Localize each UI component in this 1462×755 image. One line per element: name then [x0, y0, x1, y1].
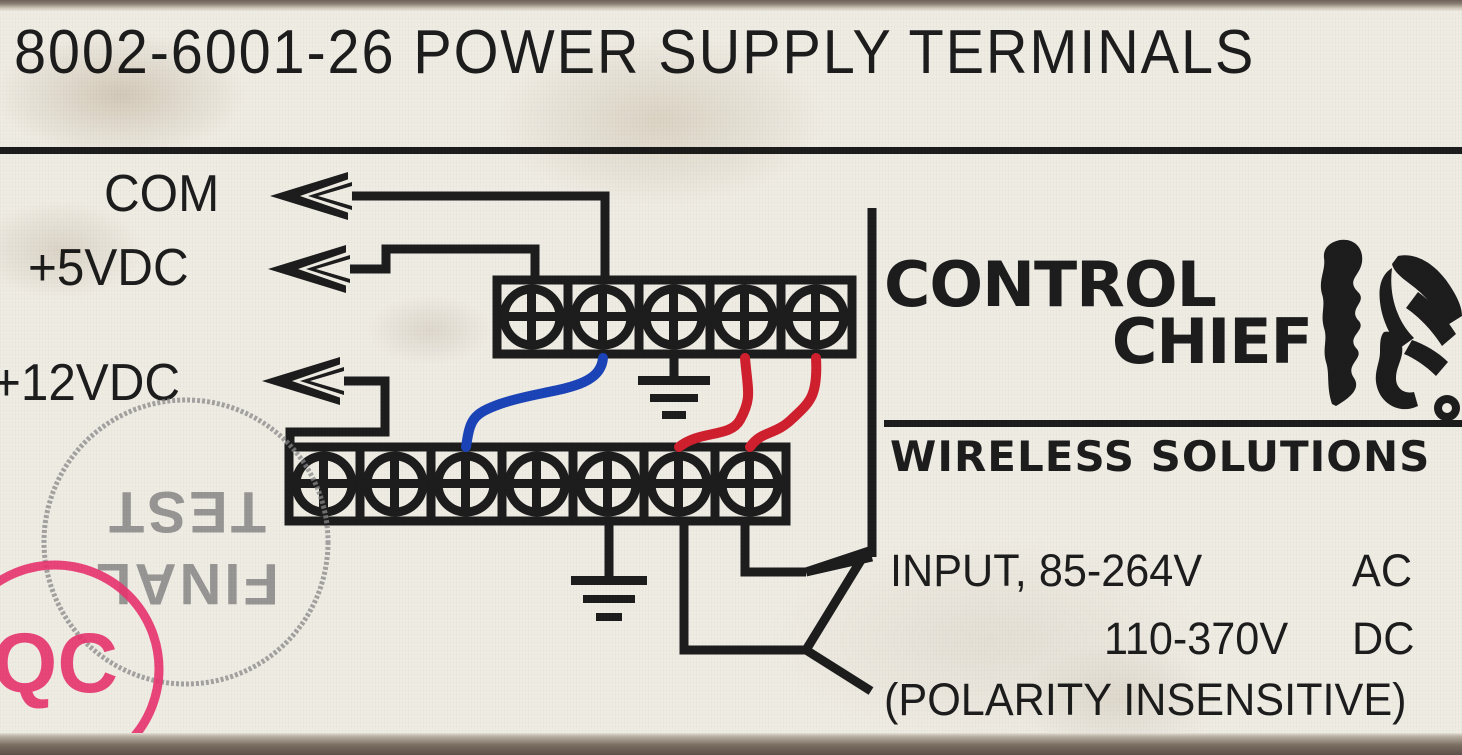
blue-wire [461, 353, 608, 452]
5vdc-lead-line [336, 244, 540, 276]
spec-input-range: INPUT, 85-264V [890, 545, 1203, 596]
arrowhead-5vdc [268, 245, 350, 293]
indian-chief-head-icon [1320, 239, 1462, 421]
spec-polarity-note: (POLARITY INSENSITIVE) [884, 674, 1407, 725]
bottom-terminal-block [284, 442, 791, 526]
label-bottom-edge [0, 733, 1462, 755]
page-title: 8002-6001-26 POWER SUPPLY TERMINALS [14, 18, 1256, 87]
ac-zigzag-icon [799, 543, 877, 695]
com-lead-line [340, 191, 610, 276]
spec-dc-type: DC [1352, 613, 1415, 664]
ac-line-upper [740, 525, 806, 577]
red-wire-1 [674, 353, 754, 452]
spec-input-ac: AC [1352, 545, 1413, 596]
spec-dc-range: 110-370V [1104, 613, 1289, 664]
arrowhead-com [270, 172, 352, 220]
brand-tagline: WIRELESS SOLUTIONS [890, 432, 1431, 481]
bottom-ground-symbol [571, 576, 647, 621]
brand-name-line2: CHIEF [1111, 305, 1313, 379]
ac-line-lower [679, 525, 806, 655]
brand-logo: CONTROL CHIEF [884, 253, 1314, 379]
top-ground-symbol [638, 376, 710, 419]
terminal-label-com: COM [104, 165, 220, 223]
title-divider [0, 147, 1462, 154]
arrowhead-12vdc [262, 357, 344, 405]
logo-divider [884, 420, 1462, 427]
top-terminal-block [492, 275, 857, 359]
brand-name-line1: CONTROL [884, 248, 1217, 321]
red-wire-2 [745, 353, 822, 452]
label-top-edge [0, 0, 1462, 11]
terminal-label-5vdc: +5VDC [28, 239, 189, 297]
